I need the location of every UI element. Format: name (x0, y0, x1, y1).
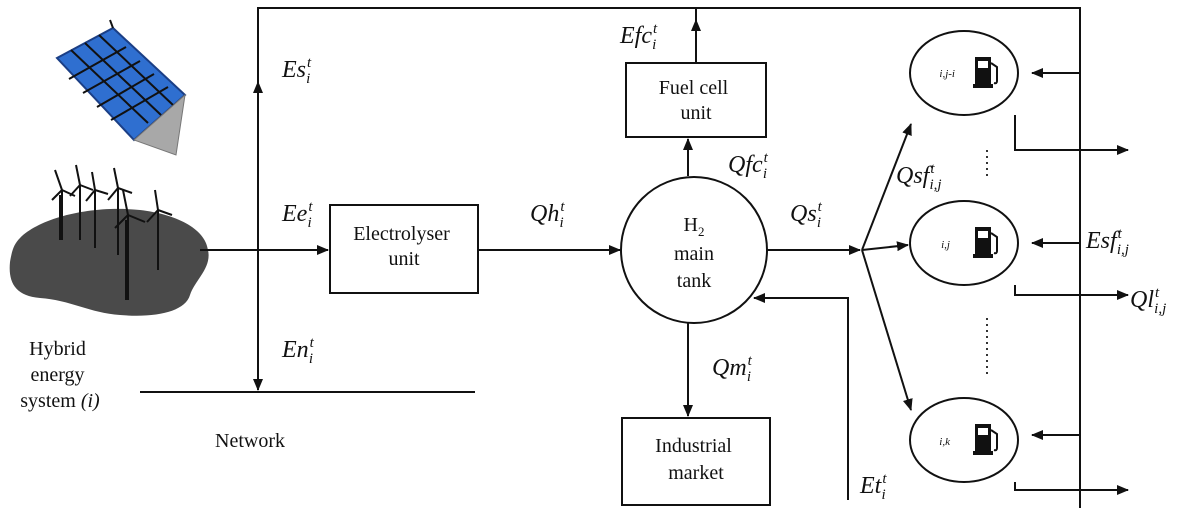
network-label: Network (215, 430, 285, 452)
ql-arrow (1015, 285, 1128, 295)
source-label-line2: energy (30, 364, 84, 386)
branch-bot-arrow (862, 250, 911, 410)
branch-mid-arrow (862, 245, 908, 250)
station-top-output (1015, 115, 1128, 150)
electrolyser-box: Electrolyser unit (330, 205, 478, 293)
industrial-label-1: Industrial (655, 435, 732, 457)
industrial-label-2: market (668, 462, 724, 484)
industrial-market-box: Industrial market (622, 418, 770, 505)
source-label-line1: Hybrid (29, 338, 86, 360)
fuel-cell-box: Fuel cell unit (626, 63, 766, 137)
solar-panel-icon (57, 20, 185, 155)
fuel-cell-label-1: Fuel cell (659, 77, 729, 99)
station-mid: i,j (910, 201, 1018, 285)
source-label-line3: system (i) (20, 390, 100, 412)
station-bot-label: i,k (939, 436, 951, 448)
station-top-label: i,j-i (939, 68, 955, 80)
electrolyser-label-2: unit (388, 248, 420, 270)
station-bot-output (1015, 482, 1128, 490)
tank-label-tank: tank (677, 270, 711, 292)
fuel-cell-label-2: unit (680, 102, 712, 124)
tank-label-main: main (674, 243, 714, 265)
station-top: i,j-i (910, 31, 1018, 115)
h2-main-tank: H2 main tank (621, 177, 767, 323)
station-mid-label: i,j (941, 239, 950, 251)
source-label: Hybrid energy system (i) (20, 338, 100, 412)
electrolyser-label-1: Electrolyser (353, 223, 450, 245)
station-bot: i,k (910, 398, 1018, 482)
land-mass (10, 209, 209, 316)
